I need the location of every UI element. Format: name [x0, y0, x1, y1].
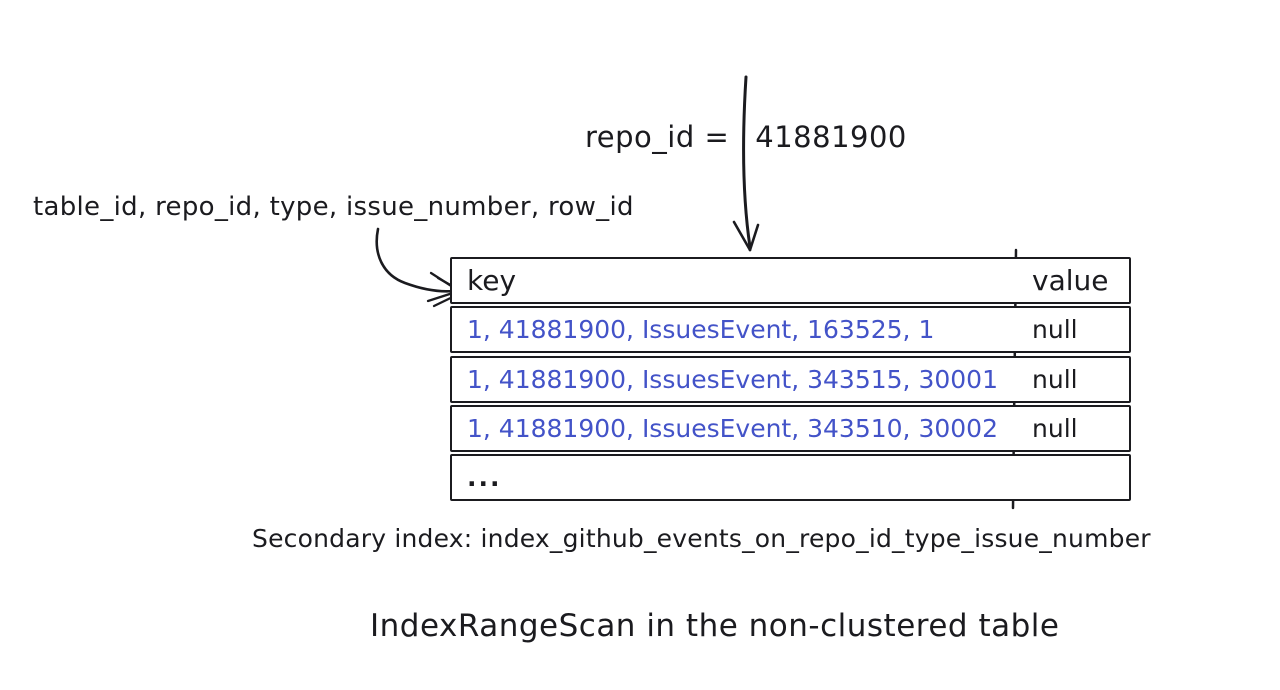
- filter-annotation: repo_id = 41881900: [585, 120, 907, 154]
- table-row: 1, 41881900, IssuesEvent, 343515, 30001 …: [450, 356, 1131, 403]
- table-row: 1, 41881900, IssuesEvent, 343510, 30002 …: [450, 405, 1131, 452]
- down-arrow: [732, 75, 760, 252]
- secondary-index-caption: Secondary index: index_github_events_on_…: [252, 524, 1151, 553]
- key-cell: 1, 41881900, IssuesEvent, 343515, 30001: [467, 365, 998, 394]
- table-header-value: value: [1032, 264, 1109, 297]
- value-cell: null: [1032, 315, 1078, 344]
- table-header-row: key value: [450, 257, 1131, 304]
- filter-value: 41881900: [755, 120, 907, 154]
- value-cell: null: [1032, 365, 1078, 394]
- key-cell: 1, 41881900, IssuesEvent, 163525, 1: [467, 315, 935, 344]
- table-row: 1, 41881900, IssuesEvent, 163525, 1 null: [450, 306, 1131, 353]
- index-columns-annotation: table_id, repo_id, type, issue_number, r…: [33, 192, 634, 222]
- table-row-ellipsis: ...: [450, 454, 1131, 501]
- table-header-key: key: [467, 264, 517, 297]
- value-cell: null: [1032, 414, 1078, 443]
- key-cell: ...: [467, 463, 502, 492]
- diagram-title: IndexRangeScan in the non-clustered tabl…: [370, 608, 1060, 644]
- filter-label: repo_id =: [585, 120, 730, 154]
- key-cell: 1, 41881900, IssuesEvent, 343510, 30002: [467, 414, 998, 443]
